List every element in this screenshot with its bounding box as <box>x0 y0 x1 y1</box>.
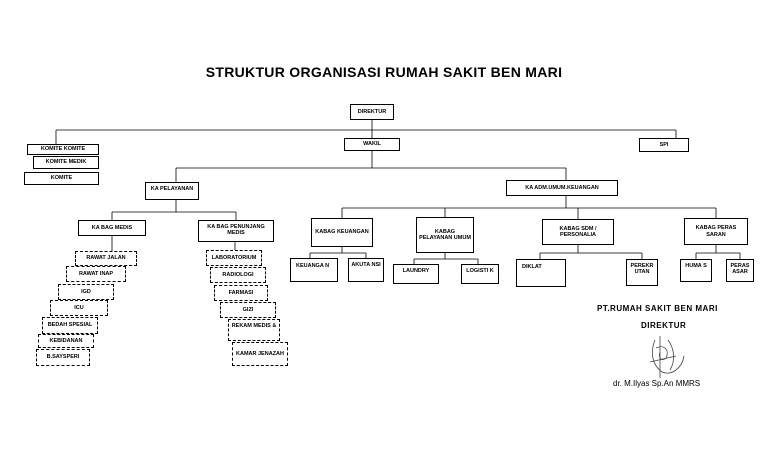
farmasi-box: FARMASI <box>214 285 268 301</box>
rawat-inap-box: RAWAT INAP <box>66 266 126 282</box>
kabag-pelayanan-umum-box: KABAG PELAYANAN UMUM <box>416 217 474 253</box>
gizi-box: GIZI <box>220 302 276 318</box>
kabag-peras-saran-box: KABAG PERAS SARAN <box>684 218 748 245</box>
laundry-box: LAUNDRY <box>393 264 439 284</box>
spi-box: SPI <box>639 138 689 152</box>
kabag-sdm-personalia-box: KABAG SDM / PERSONALIA <box>542 219 614 245</box>
igd-box: IGD <box>58 284 114 300</box>
perekrutan-box: PEREKR UTAN <box>626 259 658 286</box>
ka-bag-medis-box: KA BAG MEDIS <box>78 220 146 236</box>
kabag-keuangan-box: KABAG KEUANGAN <box>311 218 373 247</box>
kamar-jenazah-box: KAMAR JENAZAH <box>232 342 288 366</box>
komite-box: KOMITE <box>24 172 99 185</box>
bedah-spesial-box: BEDAH SPESIAL <box>42 317 98 334</box>
komite-komite-box: KOMITE KOMITE <box>27 144 99 155</box>
akuntansi-box: AKUTA NSI <box>348 258 384 282</box>
ka-adm-umum-keuangan-box: KA ADM.UMUM.KEUANGAN <box>506 180 618 196</box>
diklat-box: DIKLAT <box>516 259 566 287</box>
ka-bag-penunjang-medis-box: KA BAG PENUNJANG MEDIS <box>198 220 274 242</box>
page-title: STRUKTUR ORGANISASI RUMAH SAKIT BEN MARI <box>205 64 563 80</box>
icu-box: ICU <box>50 300 108 316</box>
wakil-box: WAKIL <box>344 138 400 151</box>
signature-position: DIREKTUR <box>641 321 687 330</box>
komite-medik-box: KOMITE MEDIK <box>33 156 99 169</box>
humas-box: HUMA S <box>680 259 712 282</box>
b-saysperi-box: B.SAYSPERI <box>36 349 90 366</box>
signature-company: PT.RUMAH SAKIT BEN MARI <box>597 304 718 313</box>
signature-mark <box>649 336 685 378</box>
ka-pelayanan-box: KA PELAYANAN <box>145 182 199 200</box>
kebidanan-box: KEBIDANAN <box>38 334 94 348</box>
logistik-box: LOGISTI K <box>461 264 499 284</box>
signature-name: dr. M.Ilyas Sp.An MMRS <box>613 379 701 388</box>
radiologi-box: RADIOLOGI <box>210 267 266 283</box>
laboratorium-box: LABORATORIUM <box>206 250 262 266</box>
keuangan-box: KEUANGA N <box>290 258 338 282</box>
rekam-medis-box: REKAM MEDIS & <box>228 319 280 341</box>
rawat-jalan-box: RAWAT JALAN <box>75 251 137 266</box>
peras-asar-box: PERAS ASAR <box>726 259 754 282</box>
direktur-box: DIREKTUR <box>350 104 394 120</box>
